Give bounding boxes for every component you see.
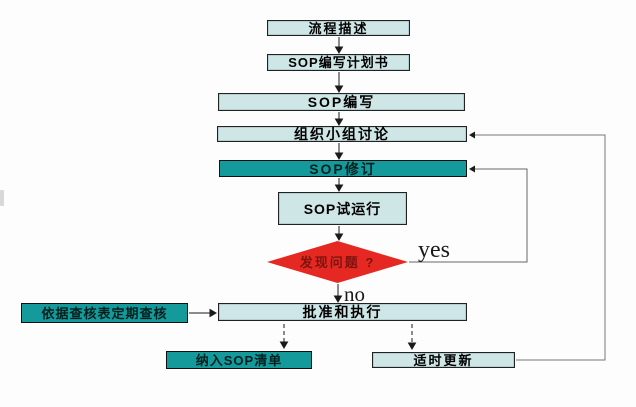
arrow-diamond-no-to-approve	[333, 284, 343, 303]
node-timely-update: 适时更新	[372, 352, 515, 368]
arrow-revise-to-trial	[334, 178, 344, 192]
node-approve-and-execute: 批准和执行	[218, 303, 467, 321]
loop-yes-arrowhead	[469, 165, 475, 173]
node-process-description: 流程描述	[267, 20, 410, 36]
edge-label-yes: yes	[418, 237, 450, 263]
node-problem-found-decision: 发现问题 ?	[267, 241, 408, 283]
arrow-plan-to-write	[334, 72, 344, 93]
node-add-to-sop-list: 纳入SOP清单	[166, 351, 312, 369]
edge-label-no: no	[344, 282, 365, 306]
node-periodic-audit: 依据查核表定期查核	[21, 303, 188, 323]
arrow-trial-to-diamond	[334, 226, 344, 241]
dashed-arrow-to-sop-list	[279, 324, 289, 349]
arrow-write-to-discuss	[334, 112, 344, 126]
loop-update-to-discuss	[474, 134, 606, 361]
arrow-discuss-to-revise	[334, 143, 344, 160]
dashed-arrow-to-update	[407, 324, 417, 350]
node-group-discussion: 组织小组讨论	[217, 126, 467, 142]
node-sop-trial-run: SOP试运行	[278, 192, 407, 225]
arrow-audit-to-approve	[189, 308, 217, 318]
stray-mark	[0, 190, 4, 206]
node-sop-revision: SOP修订	[219, 160, 467, 177]
arrow-process-to-plan	[334, 37, 344, 54]
loop-update-arrowhead	[469, 131, 475, 139]
node-sop-writing-plan: SOP编写计划书	[267, 54, 410, 71]
node-sop-writing: SOP编写	[218, 93, 465, 111]
